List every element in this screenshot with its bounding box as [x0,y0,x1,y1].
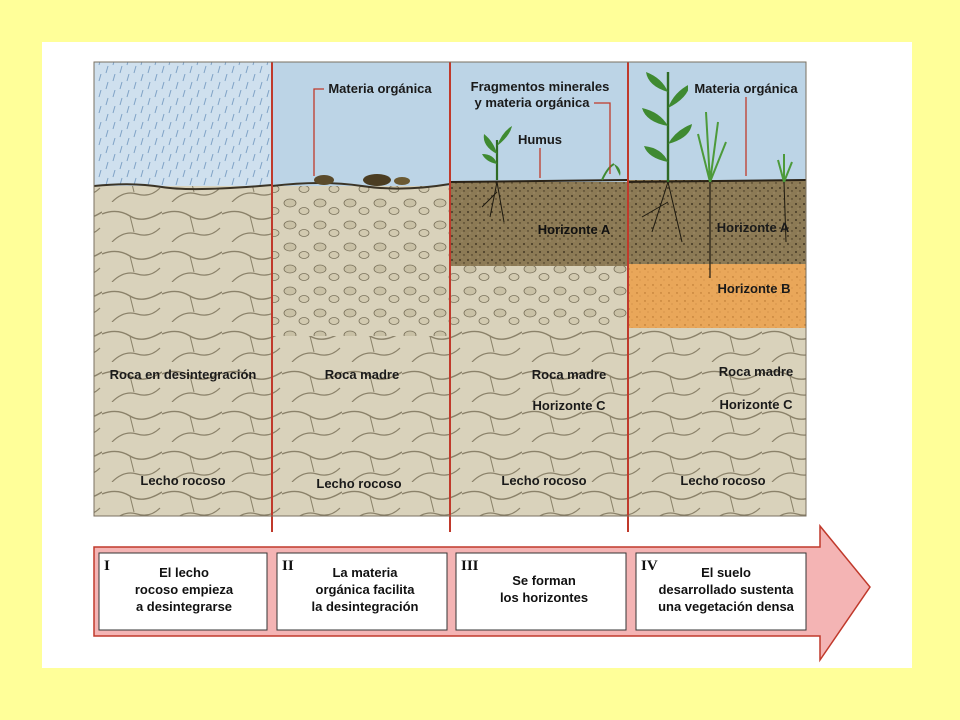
tall-plant-icon [641,72,692,243]
label-lecho-rocoso-2: Lecho rocoso [316,476,401,491]
diagram-card: Roca en desintegración Lecho rocoso Mate… [42,42,912,668]
panel-4-horizon-a [628,180,806,264]
panel-2: Materia orgánica Roca madre Lecho rocoso [271,62,451,516]
stage-box-2: II La materia orgánica facilita la desin… [276,552,448,631]
panel-2-cracks [272,336,450,516]
panel-3-surface [449,179,629,183]
label-bg-humus [516,130,564,148]
label-horizonte-c-3: Horizonte C [533,398,607,413]
organic-matter-clumps [314,174,410,186]
stage-2-line-3: la desintegración [312,599,419,614]
stage-numeral-3: III [461,558,479,574]
panel-4-surface [627,179,807,183]
label-roca-desintegracion: Roca en desintegración [110,367,257,382]
label-horizonte-a-3: Horizonte A [538,222,611,237]
label-fragmentos-1: Fragmentos minerales [471,79,610,94]
rain-pattern [94,62,272,186]
stage-arrow: I El lecho rocoso empieza a desintegrars… [93,523,871,663]
label-fragmentos-2: y materia orgánica [475,95,591,110]
stage-4-line-3: una vegetación densa [658,599,795,614]
panel-4-horizon-b [628,264,806,328]
diagram-border [93,61,807,517]
panel-3-horizon-a [450,182,628,266]
stage-numeral-4: IV [641,558,658,574]
label-horizonte-c-4: Horizonte C [720,397,794,412]
label-materia-organica-2: Materia orgánica [328,81,432,96]
label-roca-madre-3: Roca madre [532,367,606,382]
stage-box-1: I El lecho rocoso empieza a desintegrars… [98,552,268,631]
label-bg-materia-4 [688,79,806,97]
small-plant-icon [481,126,512,223]
panel-1-surface [93,183,273,191]
panel-3-cracks [450,326,628,516]
panel-2-fragments [272,186,450,336]
panel-dividers [271,62,629,532]
stage-2-line-2: orgánica facilita [316,582,416,597]
label-bg-materia-2 [320,79,440,97]
panel-1-cracks [94,186,272,516]
label-horizonte-b-4: Horizonte B [718,281,791,296]
panel-4-cracks [628,328,806,516]
panel-2-surface [271,182,451,190]
stage-1-line-2: rocoso empieza [135,582,234,597]
panel-3: Fragmentos minerales y materia orgánica … [449,62,629,516]
stage-4-line-1: El suelo [701,565,751,580]
label-lecho-rocoso-4: Lecho rocoso [680,473,765,488]
stage-box-4: IV El suelo desarrollado sustenta una ve… [635,552,807,631]
grass-icon [697,111,727,278]
stage-numeral-2: II [282,558,294,574]
panel-1: Roca en desintegración Lecho rocoso [93,62,273,516]
stage-3-line-2: los horizontes [500,590,588,605]
panel-3-pebbles [450,266,628,326]
small-sprout-icon [601,163,621,181]
stage-2-line-1: La materia [332,565,398,580]
pointer-materia-2 [313,88,324,176]
stage-4-line-2: desarrollado sustenta [658,582,794,597]
label-roca-madre-4: Roca madre [719,364,793,379]
stage-3-line-1: Se forman [512,573,576,588]
stage-box-3: III Se forman los horizontes [455,552,627,631]
stage-numeral-1: I [104,558,110,574]
label-materia-organica-4: Materia orgánica [694,81,798,96]
label-lecho-rocoso-3: Lecho rocoso [501,473,586,488]
label-humus: Humus [518,132,562,147]
stage-1-line-3: a desintegrarse [136,599,232,614]
label-lecho-rocoso-1: Lecho rocoso [140,473,225,488]
soil-formation-diagram: Roca en desintegración Lecho rocoso Mate… [93,61,871,663]
stage-1-line-1: El lecho [159,565,209,580]
label-horizonte-a-4: Horizonte A [717,220,790,235]
panel-4: Materia orgánica Horizonte A Horizonte B… [627,62,807,516]
sprout-icon [777,154,793,243]
pointer-fragmentos [594,102,611,174]
label-bg-fragmentos [463,78,617,112]
label-roca-madre-2: Roca madre [325,367,399,382]
